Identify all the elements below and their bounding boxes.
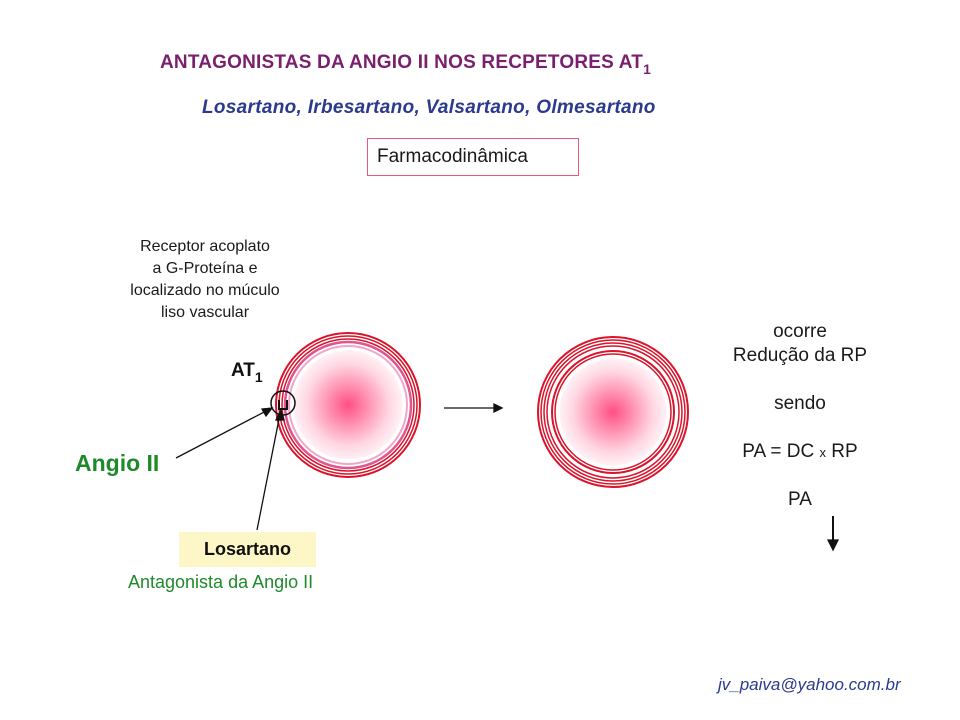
at1-subscript: 1 (254, 369, 263, 385)
transition-arrow-head (493, 402, 504, 414)
title-subscript: 1 (643, 61, 652, 77)
footer-email: jv_paiva@yahoo.com.br (718, 675, 901, 694)
vessel-right (537, 336, 689, 488)
losartano-arrow-head (274, 408, 285, 421)
result-line-pa: PA (788, 489, 812, 510)
angio-arrow (175, 409, 269, 459)
receptor-note-line: a G-Proteína e (152, 260, 258, 277)
result-line: Redução da RP (732, 345, 868, 366)
receptor-note: Receptor acoplato a G-Proteína e localiz… (100, 236, 310, 324)
formula: PA = DC x RP (742, 441, 858, 462)
antagonist-caption: Antagonista da Angio II (128, 572, 314, 592)
result-explanation: ocorre Redução da RP sendo PA = DC x RP … (700, 320, 900, 512)
angio-ii-label: Angio II (75, 450, 160, 476)
vessel-left (275, 332, 421, 478)
pa-down-arrow-head (826, 539, 840, 552)
receptor-note-line: localizado no múculo (130, 282, 280, 299)
angio-arrow-head (260, 407, 274, 418)
losartano-label-box: Losartano (179, 532, 316, 567)
result-line: ocorre (773, 321, 827, 342)
receptor-note-line: Receptor acoplato (140, 238, 270, 255)
losartano-arrow (256, 413, 281, 531)
receptor-note-line: liso vascular (160, 304, 250, 321)
page-title: ANTAGONISTAS DA ANGIO II NOS RECPETORES … (160, 52, 652, 77)
drug-list-subtitle: Losartano, Irbesartano, Valsartano, Olme… (202, 97, 656, 118)
at1-label: AT1 (231, 360, 263, 385)
section-label-box: Farmacodinâmica (367, 138, 579, 176)
result-line: sendo (774, 393, 826, 414)
